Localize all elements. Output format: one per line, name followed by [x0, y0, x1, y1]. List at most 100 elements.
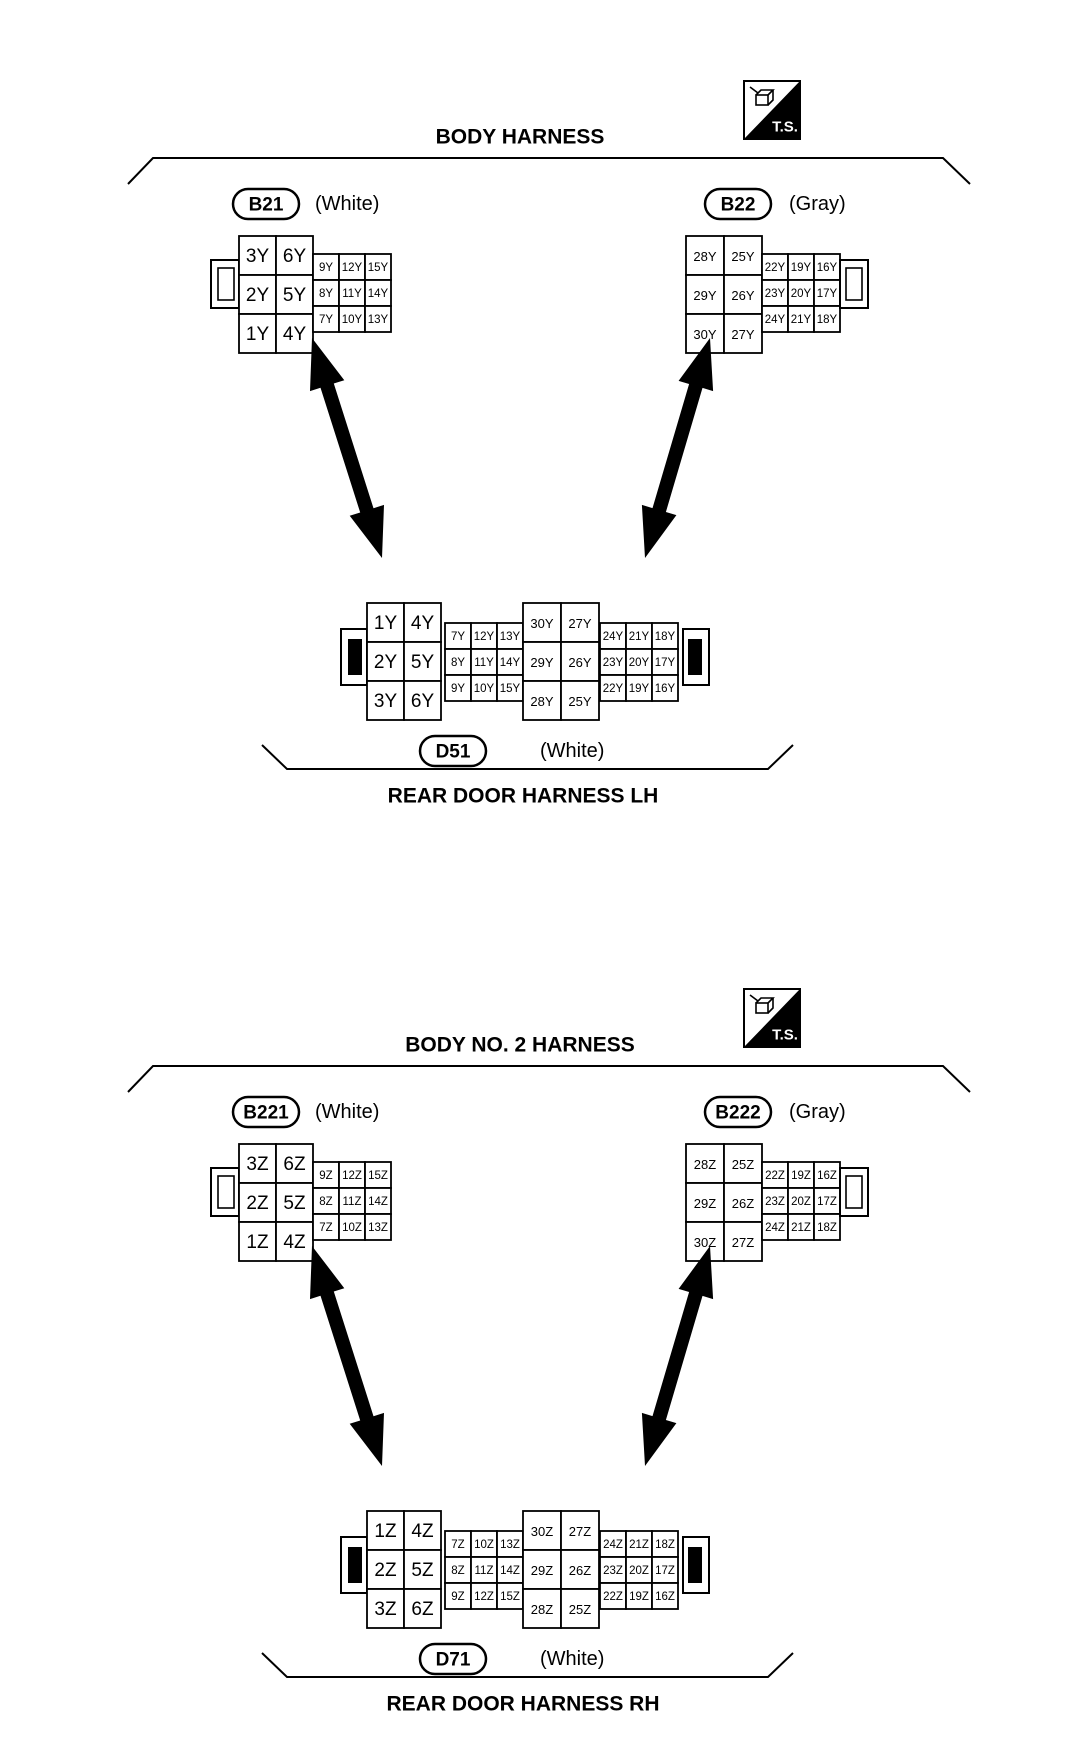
ts-icon: T.S.	[743, 988, 801, 1048]
connector-b222-badge	[703, 1095, 773, 1129]
bottom-connector-right-small-pin-label: 17Z	[655, 1565, 675, 1577]
connector-b221-large-pin-label: 1Z	[246, 1232, 269, 1253]
bottom-connector-right-large-cell	[560, 680, 600, 721]
harness-title: BODY NO. 2 HARNESS	[405, 1034, 635, 1057]
housing-latch	[682, 628, 710, 686]
connector-b21-small-cell	[312, 253, 340, 281]
connector-b221-large-cell	[275, 1221, 314, 1262]
connector-b21-badge	[231, 187, 301, 221]
connector-b21-large-pin-label: 5Y	[283, 285, 307, 306]
connector-d51-color: (White)	[540, 740, 604, 762]
ts-dark-triangle	[744, 81, 800, 139]
footer-bracket	[261, 744, 794, 770]
bottom-connector-left-small-cell	[470, 1556, 498, 1584]
housing-latch	[682, 1536, 710, 1594]
connector-b222-small-pin-label: 22Z	[765, 1170, 785, 1182]
connector-b21-large-pin-label: 1Y	[246, 324, 270, 345]
cube-icon	[755, 94, 769, 106]
bottom-connector-left-small-pin-label: 9Z	[451, 1591, 464, 1603]
arrow-left	[310, 1246, 384, 1466]
bottom-connector-left-large-cell	[403, 641, 442, 682]
cube-icon-lead	[749, 994, 759, 1002]
connector-b222-large-pin-label: 25Z	[732, 1157, 754, 1172]
cube-icon-top	[755, 89, 775, 96]
bottom-connector-right-small-pin-label: 19Z	[629, 1591, 649, 1603]
bottom-connector-left-large-pin-label: 3Y	[374, 691, 398, 712]
connector-b221-small-cell	[312, 1161, 340, 1189]
connector-b222-small-pin-label: 20Z	[791, 1196, 811, 1208]
connector-b222-small-cell	[761, 1187, 789, 1215]
bottom-connector-left-large-pin-label: 1Z	[374, 1521, 397, 1542]
connector-b22-large-pin-label: 28Y	[693, 249, 716, 264]
connector-b222-small-pin-label: 23Z	[765, 1196, 785, 1208]
bottom-connector-left-small-pin-label: 13Z	[500, 1539, 520, 1551]
bottom-connector-right-large-pin-label: 26Y	[568, 655, 591, 670]
bottom-connector-right-large-cell	[560, 641, 600, 682]
connector-b222-small-pin-label: 16Z	[817, 1170, 837, 1182]
bottom-connector-right-large-pin-label: 28Y	[530, 694, 553, 709]
bottom-connector-right-small-pin-label: 22Y	[603, 683, 624, 695]
housing-latch-inner	[845, 1175, 863, 1209]
connector-b22-small-cell	[761, 279, 789, 307]
connector-b222-small-pin-label: 21Z	[791, 1222, 811, 1234]
connector-b221-small-pin-label: 14Z	[368, 1196, 388, 1208]
connector-b22-large-pin-label: 27Y	[731, 327, 754, 342]
cube-icon	[755, 1002, 769, 1014]
bottom-connector-right-large-cell	[522, 641, 562, 682]
connector-b221-small-pin-label: 13Z	[368, 1222, 388, 1234]
bottom-connector-right-small-pin-label: 20Z	[629, 1565, 649, 1577]
connector-b222-small-pin-label: 18Z	[817, 1222, 837, 1234]
connector-b22-small-pin-label: 23Y	[765, 288, 786, 300]
bottom-connector-left-small-pin-label: 10Y	[474, 683, 495, 695]
connector-d51-tag: D51	[436, 742, 471, 763]
connector-b222-large-pin-label: 28Z	[694, 1157, 716, 1172]
connector-b21-large-pin-label: 6Y	[283, 246, 307, 267]
connector-b22-large-pin-label: 30Y	[693, 327, 716, 342]
bottom-connector-right-small-pin-label: 17Y	[655, 657, 676, 669]
connector-b221-large-pin-label: 3Z	[246, 1154, 269, 1175]
bottom-connector-right-small-cell	[651, 674, 679, 702]
bottom-connector-right-small-cell	[625, 648, 653, 676]
connector-b22-badge	[703, 187, 773, 221]
bottom-connector-right-small-cell	[599, 648, 627, 676]
rear-door-harness-title: REAR DOOR HARNESS RH	[386, 1693, 659, 1716]
connector-b21-small-pin-label: 11Y	[342, 288, 362, 300]
bottom-connector-left-large-pin-label: 2Z	[374, 1560, 397, 1581]
connector-b21-small-pin-label: 10Y	[342, 314, 363, 326]
bottom-connector-right-small-pin-label: 19Y	[629, 683, 650, 695]
bottom-connector-left-large-pin-label: 4Y	[411, 613, 435, 634]
bottom-connector-right-small-cell	[599, 1582, 627, 1610]
bottom-connector-left-large-cell	[403, 1588, 442, 1629]
connector-b222-small-pin-label: 19Z	[791, 1170, 811, 1182]
bottom-connector-left-small-pin-label: 12Z	[474, 1591, 494, 1603]
bottom-connector-left-small-cell	[444, 1582, 472, 1610]
connector-b21-small-pin-label: 14Y	[368, 288, 389, 300]
connector-b21-small-pin-label: 12Y	[342, 262, 363, 274]
connector-b21-small-cell	[312, 305, 340, 333]
connector-b221-small-cell	[364, 1187, 392, 1215]
arrow-left	[310, 338, 384, 558]
connector-b21-small-cell	[364, 253, 392, 281]
connector-b21-large-pin-label: 3Y	[246, 246, 270, 267]
rear-door-harness-title: REAR DOOR HARNESS LH	[388, 785, 659, 808]
bottom-connector-right-small-pin-label: 24Z	[603, 1539, 623, 1551]
bottom-connector-left-small-pin-label: 9Y	[451, 683, 465, 695]
housing-latch-block	[348, 639, 362, 675]
connector-b222-large-pin-label: 29Z	[694, 1196, 716, 1211]
bottom-connector-right-small-cell	[625, 1582, 653, 1610]
bottom-connector-left-small-pin-label: 13Y	[500, 631, 521, 643]
bottom-connector-right-large-pin-label: 25Y	[568, 694, 591, 709]
bottom-connector-left-large-pin-label: 5Y	[411, 652, 435, 673]
connector-b221-small-pin-label: 15Z	[368, 1170, 388, 1182]
housing-latch-block	[348, 1547, 362, 1583]
connector-b221-small-pin-label: 10Z	[342, 1222, 362, 1234]
connector-b21-large-pin-label: 4Y	[283, 324, 307, 345]
connector-b21-small-cell	[364, 305, 392, 333]
bottom-connector-right-small-cell	[651, 1530, 679, 1558]
header-bracket	[127, 1065, 971, 1093]
connector-b22-small-cell	[761, 305, 789, 333]
housing-latch-inner	[845, 267, 863, 301]
bottom-connector-left-small-pin-label: 14Z	[500, 1565, 520, 1577]
connector-b21-small-pin-label: 9Y	[319, 262, 333, 274]
